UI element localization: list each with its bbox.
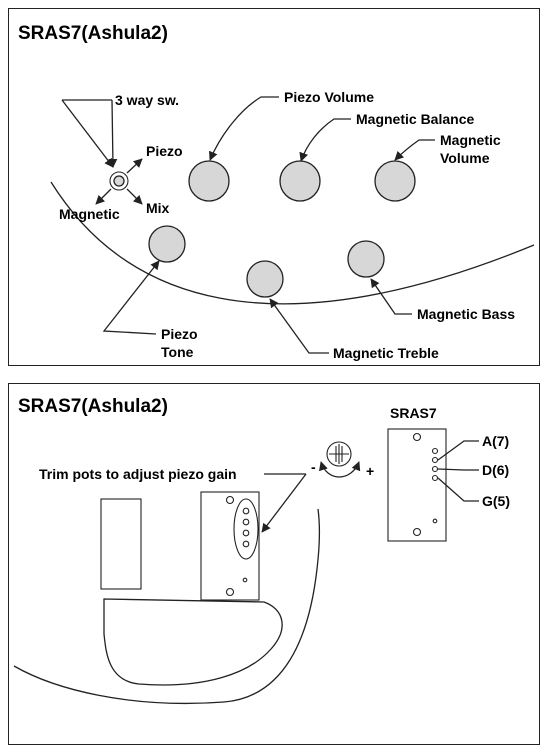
detail-pot-a[interactable]	[431, 456, 439, 464]
bridge-pickup	[200, 491, 260, 601]
pickup-screw-bottom	[225, 587, 235, 597]
magnetic-bass-knob[interactable]	[347, 240, 385, 278]
pickup-detail	[387, 428, 447, 542]
magnetic-position-label: Magnetic	[59, 206, 120, 222]
piezo-tone-knob[interactable]	[148, 225, 186, 263]
three-way-switch-label: 3 way sw.	[115, 92, 179, 108]
magnetic-position-arrow	[95, 188, 112, 205]
piezo-volume-label: Piezo Volume	[284, 89, 374, 105]
magnetic-treble-label: Magnetic Treble	[333, 345, 439, 361]
detail-pot-d[interactable]	[431, 465, 439, 473]
pickup-trim-diagram: SRAS7(Ashula2) Trim pots to adjust piezo…	[13, 396, 510, 705]
bottom-panel-title: SRAS7(Ashula2)	[18, 396, 168, 417]
trim-pot-2[interactable]	[242, 518, 250, 526]
magnetic-volume-leader	[394, 139, 435, 161]
detail-small-hole	[432, 518, 438, 524]
detail-pot-1	[431, 447, 439, 455]
bridge-plate	[103, 598, 283, 686]
magnetic-volume-knob[interactable]	[374, 160, 416, 202]
piezo-volume-knob[interactable]	[188, 160, 230, 202]
magnetic-bass-leader	[370, 278, 412, 315]
top-panel: SRAS7(Ashula2) 3 way sw. Piezo Magnetic …	[8, 8, 540, 366]
magnetic-volume-label-line2: Volume	[440, 150, 490, 166]
adjust-plus-label: +	[366, 463, 374, 479]
piezo-tone-label-line2: Tone	[161, 344, 194, 360]
magnetic-balance-label: Magnetic Balance	[356, 111, 474, 127]
top-panel-title: SRAS7(Ashula2)	[18, 23, 168, 44]
magnetic-treble-knob[interactable]	[246, 260, 284, 298]
string-a-label: A(7)	[482, 433, 509, 449]
trim-pot-3[interactable]	[242, 529, 250, 537]
trim-pots-label: Trim pots to adjust piezo gain	[39, 466, 237, 482]
piezo-volume-leader	[209, 96, 279, 161]
trim-pot-4[interactable]	[242, 540, 250, 548]
detail-screw-bottom	[412, 527, 422, 537]
switch-leader-diagonal	[61, 99, 114, 168]
d-string-leader	[437, 468, 479, 471]
trim-leader-arrow	[261, 473, 307, 533]
magnetic-volume-label-line1: Magnetic	[440, 132, 501, 148]
magnetic-treble-leader	[269, 298, 329, 354]
body-outline-curve	[50, 181, 535, 305]
piezo-position-label: Piezo	[146, 143, 183, 159]
switch-leader-down	[108, 99, 118, 168]
trim-pot-1[interactable]	[242, 507, 250, 515]
piezo-tone-leader	[102, 260, 160, 335]
magnetic-balance-leader	[299, 118, 351, 162]
string-g-label: G(5)	[482, 493, 510, 509]
magnetic-balance-knob[interactable]	[279, 160, 321, 202]
pickup-screw-top	[225, 495, 235, 505]
trim-pot-highlight	[233, 498, 259, 560]
pickup-small-hole	[242, 577, 248, 583]
a-string-leader	[437, 440, 479, 461]
piezo-position-arrow	[126, 158, 143, 174]
g-string-leader	[437, 477, 479, 502]
mix-position-label: Mix	[146, 200, 170, 216]
adjust-minus-label: -	[311, 459, 316, 475]
detail-pot-g[interactable]	[431, 474, 439, 482]
body-outline-curve-bottom	[13, 508, 321, 705]
neck-pickup	[100, 498, 142, 590]
piezo-tone-label-line1: Piezo	[161, 326, 198, 342]
magnetic-bass-label: Magnetic Bass	[417, 306, 515, 322]
control-layout-diagram: SRAS7(Ashula2) 3 way sw. Piezo Magnetic …	[18, 23, 535, 361]
string-d-label: D(6)	[482, 462, 509, 478]
screwdriver-adjust-icon	[319, 441, 361, 478]
pickup-model-label: SRAS7	[390, 405, 437, 421]
three-way-switch[interactable]	[109, 171, 129, 191]
mix-position-arrow	[126, 188, 143, 205]
detail-screw-top	[412, 432, 422, 442]
bottom-panel: SRAS7(Ashula2) Trim pots to adjust piezo…	[8, 383, 540, 745]
